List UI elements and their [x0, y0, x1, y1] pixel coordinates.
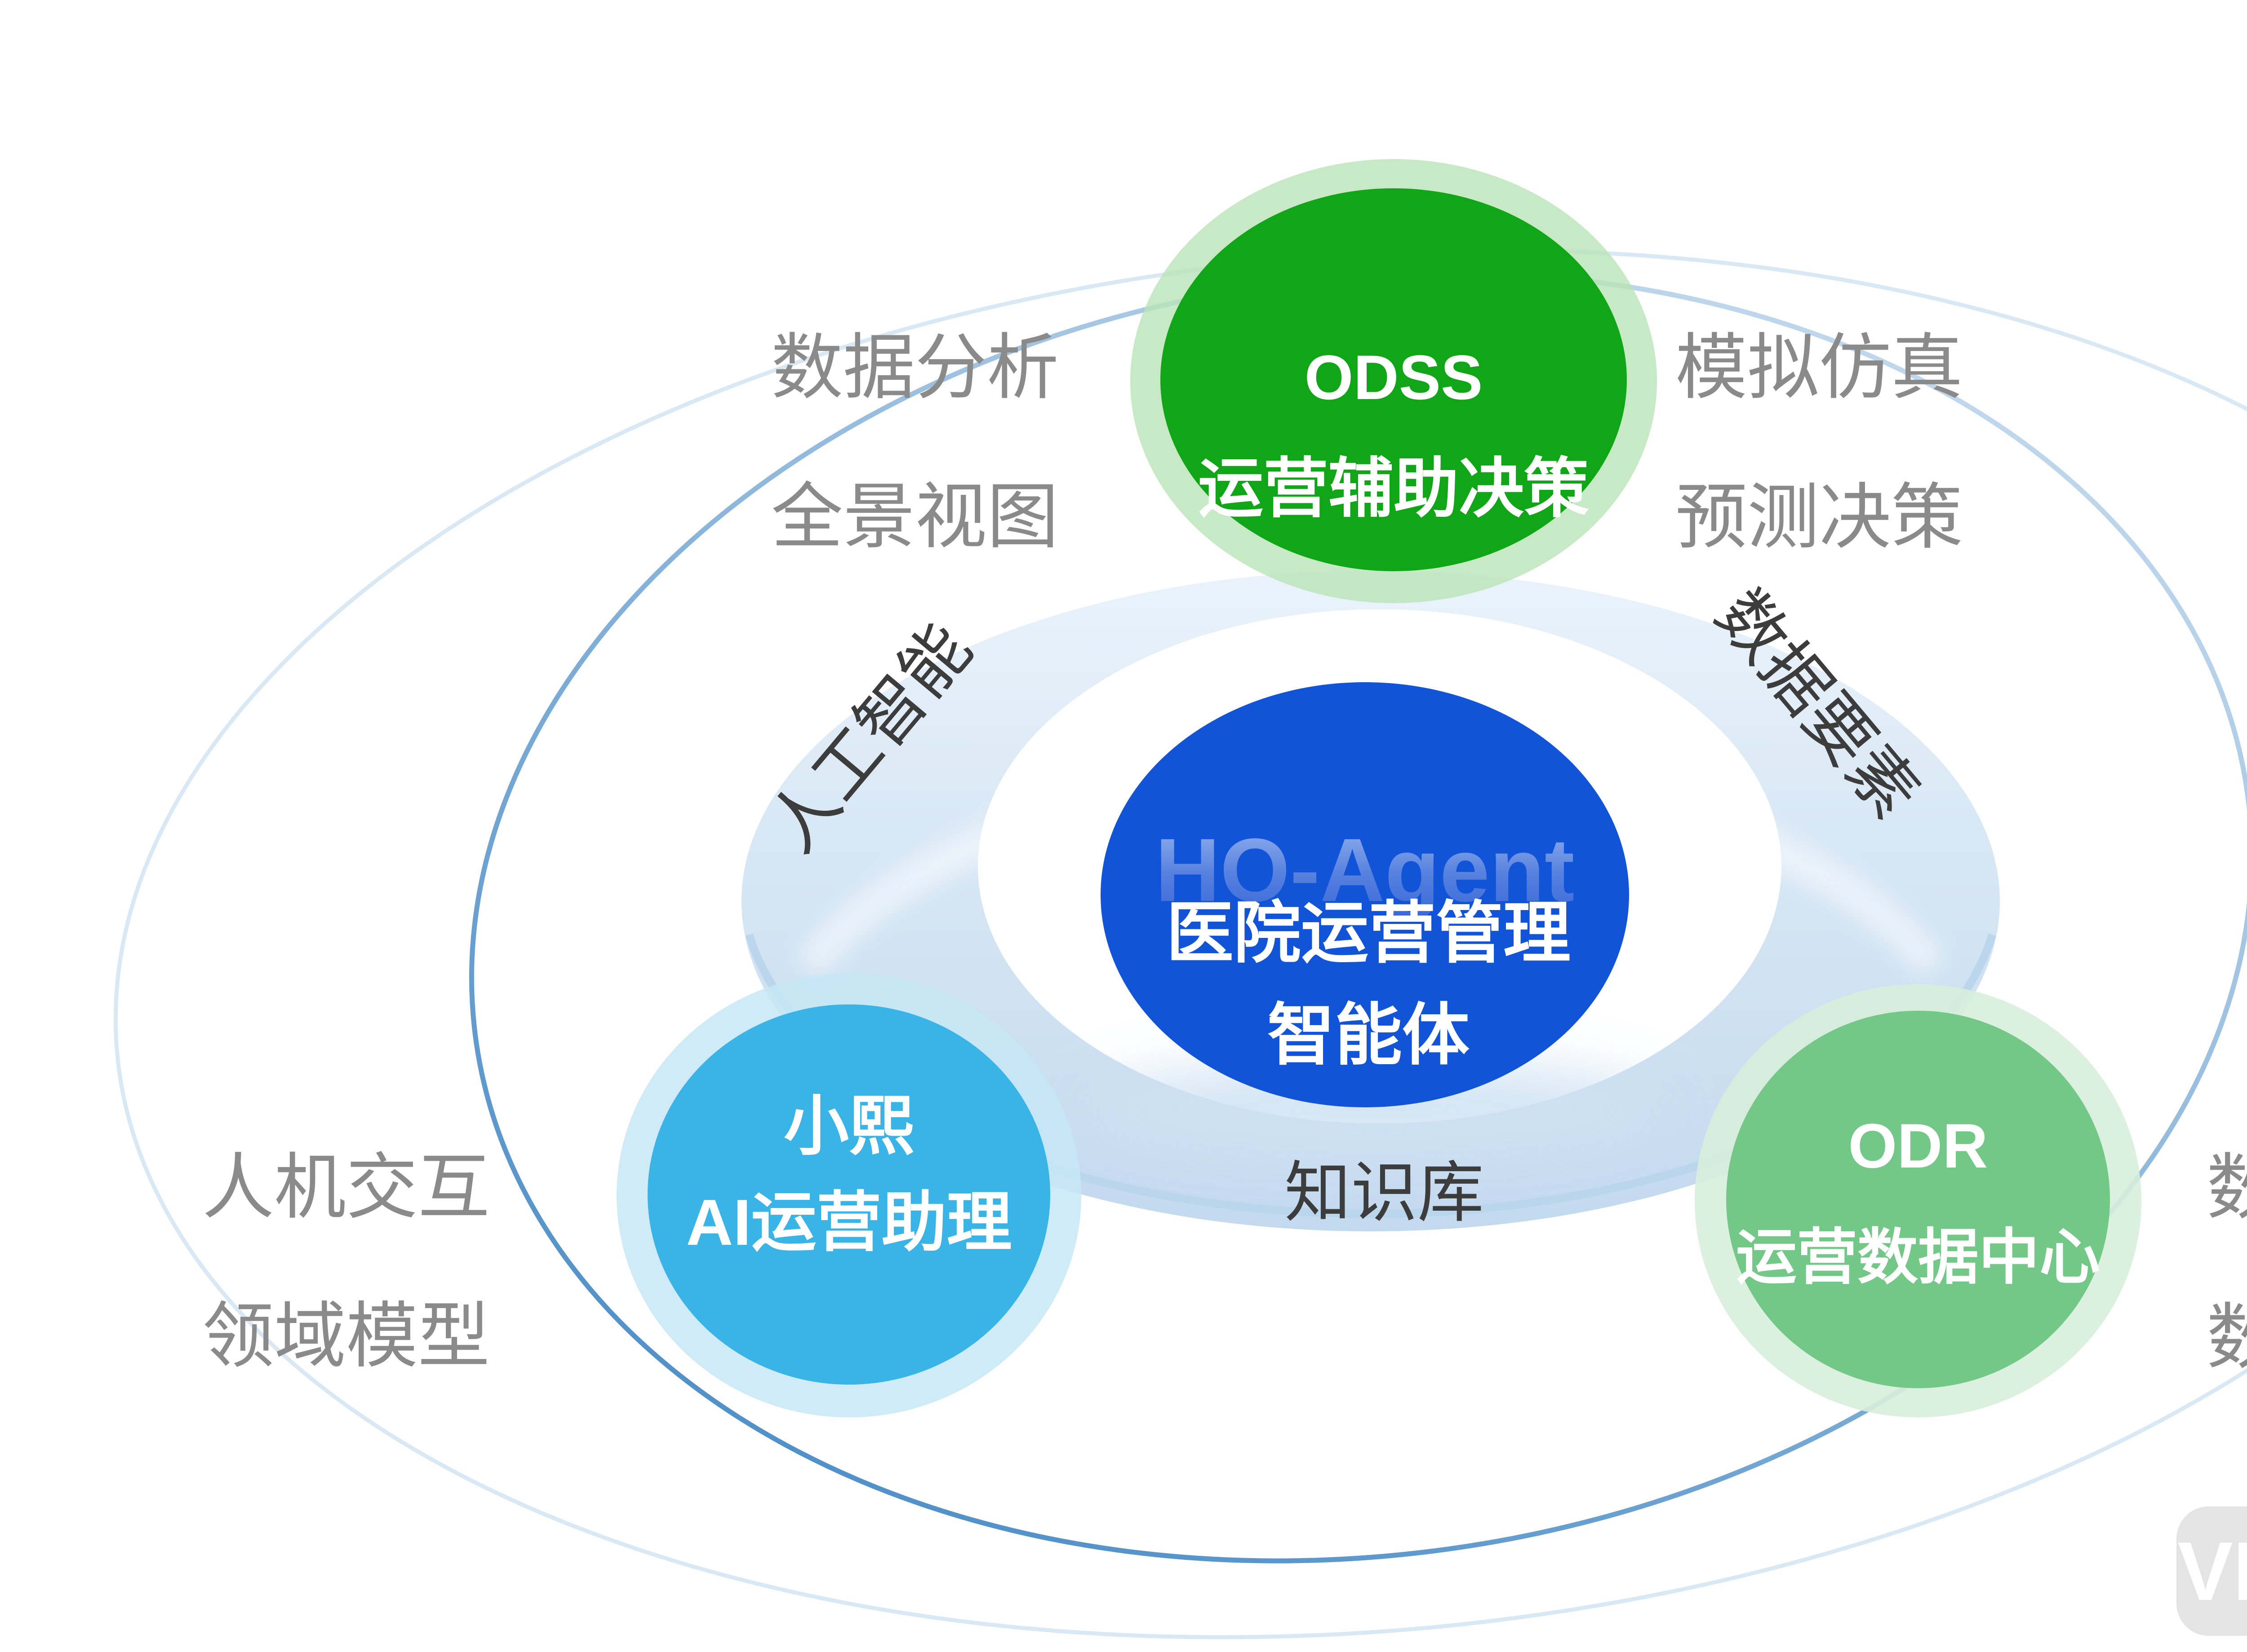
xiaoxi-node-circle	[648, 1004, 1050, 1385]
odr-node-circle	[1726, 1011, 2110, 1388]
corner-label-bottom-left-line2: 领域模型	[202, 1296, 490, 1376]
center-en-title: HO-Agent	[1155, 820, 1574, 920]
corner-label-top-left: 数据分析 全景视图	[771, 327, 1059, 557]
corner-label-top-right-line1: 模拟仿真	[1675, 327, 1963, 408]
odss-node-circle	[1160, 188, 1627, 571]
center-cn-line2: 智能体	[1267, 997, 1470, 1073]
center-shadow	[1079, 1061, 1672, 1159]
corner-label-top-right: 模拟仿真 预测决策	[1675, 327, 1963, 557]
corner-label-bottom-right: 数据治理 数据资产	[2207, 1147, 2247, 1377]
watermark: VB 动脉网	[2176, 1506, 2247, 1636]
watermark-logo	[2176, 1506, 2247, 1636]
odss-node-subtitle: 运营辅助决策	[1198, 452, 1589, 525]
watermark-logo-text: VB	[2178, 1525, 2247, 1618]
corner-label-top-left-line1: 数据分析	[771, 327, 1059, 408]
odr-node-title: ODR	[1848, 1110, 1988, 1181]
corner-label-top-left-line2: 全景视图	[771, 476, 1059, 557]
ring-label-knowledge-base: 知识库	[1284, 1156, 1484, 1230]
corner-label-bottom-left: 人机交互 领域模型	[202, 1147, 490, 1376]
corner-label-top-right-line2: 预测决策	[1675, 477, 1963, 557]
xiaoxi-node-subtitle: AI运营助理	[686, 1186, 1012, 1259]
corner-label-bottom-right-line2: 数据资产	[2207, 1297, 2247, 1377]
xiaoxi-node-title: 小熙	[784, 1090, 914, 1163]
corner-label-bottom-left-line1: 人机交互	[202, 1147, 490, 1227]
odss-node-title: ODSS	[1305, 342, 1483, 413]
platform-ring	[742, 571, 2000, 1231]
center-ellipse	[1101, 682, 1629, 1107]
center-cn-line1: 医院运营管理	[1166, 895, 1571, 971]
odr-node-subtitle: 运营数据中心	[1736, 1223, 2100, 1291]
corner-label-bottom-right-line1: 数据治理	[2207, 1147, 2247, 1228]
